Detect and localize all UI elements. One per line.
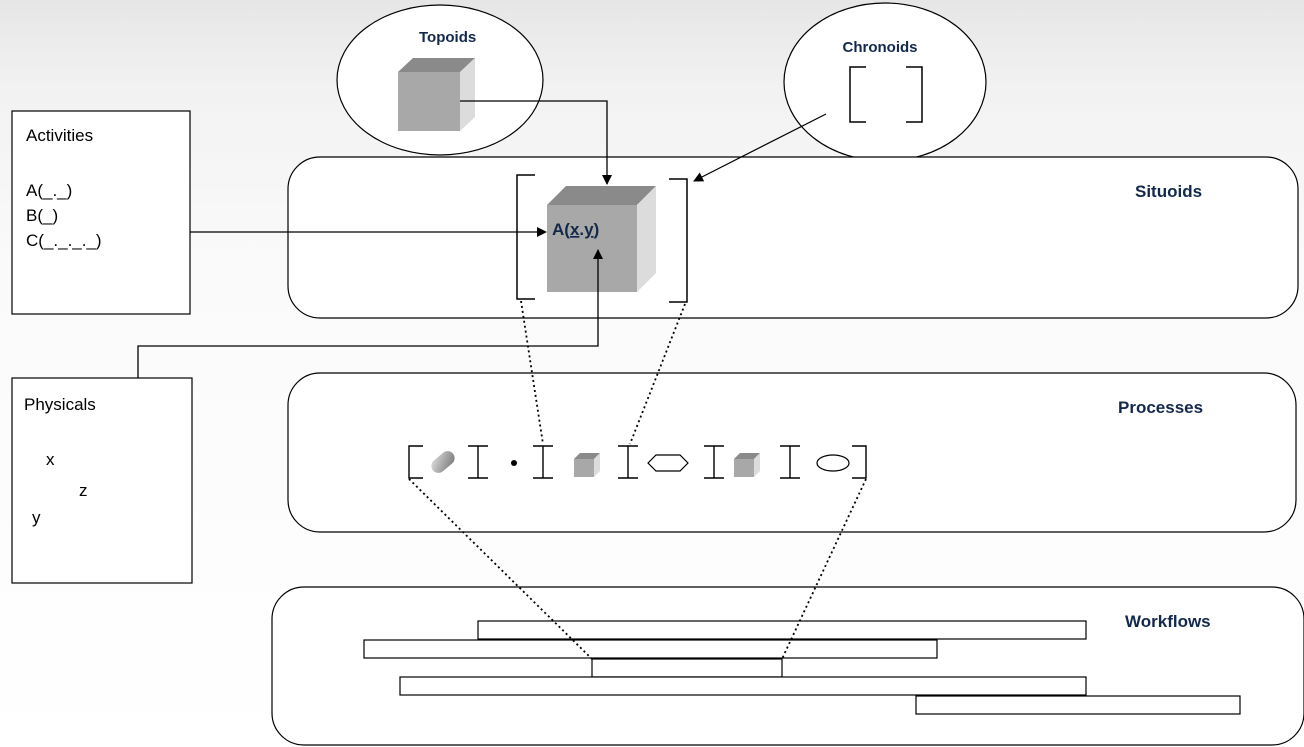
- activity-item: C(_._._._): [26, 231, 102, 250]
- process-bracket-right-icon: [852, 445, 867, 479]
- processes-panel: Processes: [287, 372, 1297, 533]
- workflow-bar: [477, 620, 1087, 640]
- chronoids-arrow: [693, 113, 827, 182]
- situoid-cube-label: A(x.y): [552, 220, 599, 239]
- process-separator-icon: [704, 445, 724, 479]
- process-separator-icon: [533, 445, 553, 479]
- process-separator-icon: [618, 445, 638, 479]
- workflow-bar: [591, 658, 783, 678]
- physical-var-z: z: [79, 481, 88, 500]
- topoids-arrow: [460, 100, 612, 185]
- small-cube-icon: [734, 453, 760, 477]
- activities-title: Activities: [26, 126, 93, 145]
- mapping-dotted-line: [629, 303, 686, 445]
- physicals-box: Physicals x z y: [11, 377, 193, 584]
- topoids-node: Topoids: [336, 4, 544, 156]
- workflow-bar: [915, 695, 1241, 715]
- situoids-panel: Situoids A(x.y): [287, 156, 1299, 319]
- workflows-label: Workflows: [1125, 612, 1211, 631]
- chronoids-bracket-right-icon: [906, 66, 923, 123]
- chronoids-label: Chronoids: [843, 39, 918, 56]
- process-separator-icon: [780, 445, 800, 479]
- mapping-dotted-line: [520, 300, 544, 445]
- workflows-panel: Workflows: [271, 586, 1304, 746]
- cylinder-icon: [431, 451, 455, 473]
- activity-item: A(_._): [26, 181, 72, 200]
- chronoids-ellipse: [783, 2, 987, 162]
- situoids-label: Situoids: [1135, 182, 1202, 201]
- situoid-cube-icon: [547, 186, 656, 292]
- activities-box: Activities A(_._) B(_) C(_._._._): [11, 110, 191, 315]
- small-cube-icon: [574, 453, 600, 477]
- physical-var-y: y: [32, 508, 41, 527]
- topoids-label: Topoids: [419, 29, 476, 46]
- situoid-bracket-right-icon: [669, 178, 688, 303]
- chronoids-bracket-left-icon: [849, 66, 866, 123]
- process-separator-icon: [468, 445, 488, 479]
- connectors: [137, 100, 867, 660]
- physical-var-x: x: [46, 450, 55, 469]
- process-bracket-left-icon: [408, 445, 423, 479]
- workflow-bar: [399, 676, 1087, 696]
- chronoids-node: Chronoids: [783, 2, 987, 162]
- ellipse-icon: [816, 454, 850, 472]
- workflow-bar: [363, 639, 938, 659]
- mapping-dotted-line: [781, 478, 867, 660]
- physicals-arrow: [137, 249, 603, 378]
- activity-item: B(_): [26, 206, 58, 225]
- situoid-bracket-left-icon: [516, 174, 535, 300]
- processes-label: Processes: [1118, 398, 1203, 417]
- hexagon-icon: [647, 454, 689, 472]
- physicals-title: Physicals: [24, 395, 96, 414]
- point-icon: [511, 460, 517, 466]
- topoids-cube-icon: [398, 58, 475, 131]
